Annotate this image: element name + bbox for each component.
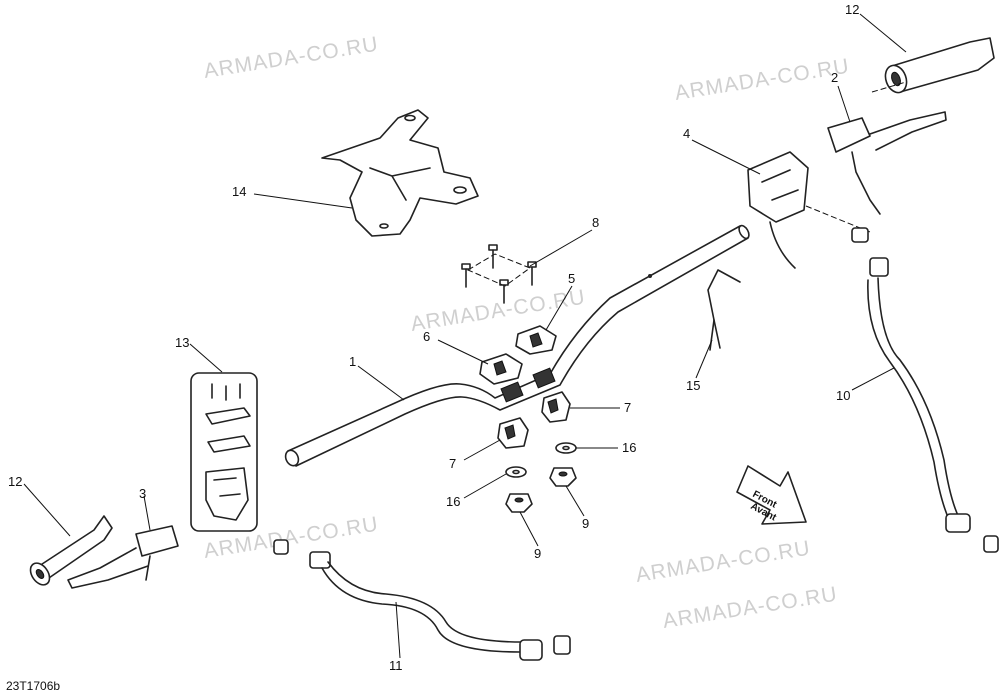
callout-label: 6 — [423, 329, 430, 344]
callout-label: 15 — [686, 378, 700, 393]
bracket-part — [321, 109, 479, 237]
callout-label: 9 — [534, 546, 541, 561]
watermark: ARMADA-CO.RU — [202, 513, 380, 563]
leader-lines — [23, 13, 907, 659]
callout-label: 10 — [836, 388, 850, 403]
callout-label: 7 — [449, 456, 456, 471]
callout-label: 4 — [683, 126, 690, 141]
watermark: ARMADA-CO.RU — [409, 286, 587, 336]
bolts-part — [461, 244, 537, 304]
callout-label: 1 — [349, 354, 356, 369]
lever-parts — [67, 111, 947, 589]
handlebar-part — [284, 224, 750, 467]
watermark: ARMADA-CO.RU — [202, 33, 380, 83]
callout-label: 3 — [139, 486, 146, 501]
callout-label: 8 — [592, 215, 599, 230]
callout-label: 5 — [568, 271, 575, 286]
watermark: ARMADA-CO.RU — [634, 537, 812, 587]
washers-nuts — [505, 442, 577, 513]
callout-labels: 12 2 4 14 8 5 6 1 13 7 16 7 16 9 9 15 10… — [8, 2, 859, 673]
watermark: ARMADA-CO.RU — [661, 583, 839, 633]
wire-harness-part — [707, 269, 741, 351]
callout-label: 12 — [8, 474, 22, 489]
callout-label: 16 — [622, 440, 636, 455]
switch-housing-part — [747, 81, 907, 269]
callout-label: 12 — [845, 2, 859, 17]
kit-box-part — [190, 372, 258, 532]
callout-label: 14 — [232, 184, 246, 199]
callout-label: 16 — [446, 494, 460, 509]
callout-label: 11 — [389, 658, 403, 673]
direction-arrow: Front Avant — [736, 465, 807, 525]
callout-label: 13 — [175, 335, 189, 350]
lower-cable-part — [273, 539, 571, 661]
cable-part — [851, 227, 999, 553]
figure-code: 23T1706b — [6, 679, 60, 693]
callout-label: 9 — [582, 516, 589, 531]
clamp-parts — [479, 325, 571, 449]
grip-parts — [29, 37, 995, 586]
watermark: ARMADA-CO.RU — [673, 55, 851, 105]
callout-label: 2 — [831, 70, 838, 85]
callout-label: 7 — [624, 400, 631, 415]
